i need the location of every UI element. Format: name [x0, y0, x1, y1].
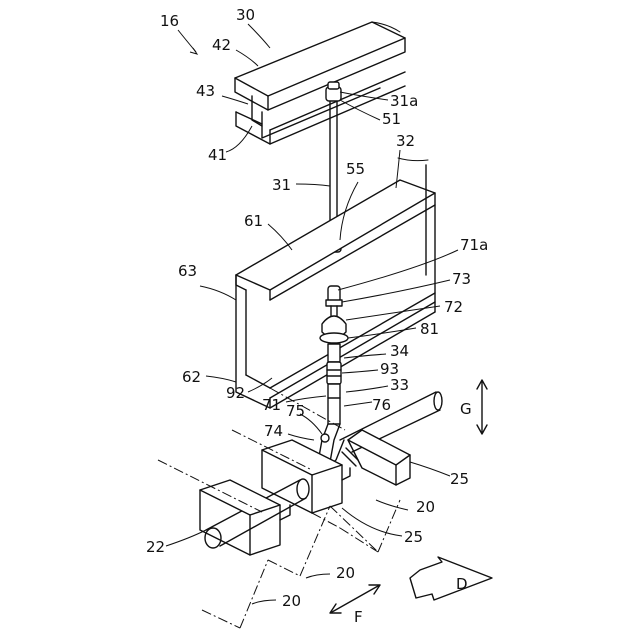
label-16: 16 — [160, 12, 179, 30]
label-25-upper: 25 — [450, 470, 469, 488]
upper-beam-30 — [235, 22, 405, 144]
label-F: F — [354, 608, 363, 626]
label-61: 61 — [244, 212, 263, 230]
label-92: 92 — [226, 384, 245, 402]
label-33: 33 — [390, 376, 409, 394]
label-22: 22 — [146, 538, 165, 556]
label-20-upper: 20 — [416, 498, 435, 516]
arrow-d — [410, 557, 492, 600]
label-71: 71 — [262, 396, 281, 414]
label-75: 75 — [286, 402, 305, 420]
label-81: 81 — [420, 320, 439, 338]
label-25-lower: 25 — [404, 528, 423, 546]
reference-labels: 16 30 42 43 41 31a 51 32 55 31 61 71a 63… — [146, 6, 488, 626]
label-32: 32 — [396, 132, 415, 150]
label-20-middle: 20 — [336, 564, 355, 582]
label-G: G — [460, 400, 472, 418]
label-55: 55 — [346, 160, 365, 178]
label-41: 41 — [208, 146, 227, 164]
label-63: 63 — [178, 262, 197, 280]
label-73: 73 — [452, 270, 471, 288]
label-34: 34 — [390, 342, 409, 360]
label-31: 31 — [272, 176, 291, 194]
label-31a: 31a — [390, 92, 418, 110]
arrow-g — [477, 380, 487, 434]
label-74: 74 — [264, 422, 283, 440]
label-43: 43 — [196, 82, 215, 100]
label-51: 51 — [382, 110, 401, 128]
label-71a: 71a — [460, 236, 488, 254]
label-30: 30 — [236, 6, 255, 24]
label-76: 76 — [372, 396, 391, 414]
label-62: 62 — [182, 368, 201, 386]
label-72: 72 — [444, 298, 463, 316]
label-D: D — [456, 575, 468, 593]
label-20-lower: 20 — [282, 592, 301, 610]
label-42: 42 — [212, 36, 231, 54]
